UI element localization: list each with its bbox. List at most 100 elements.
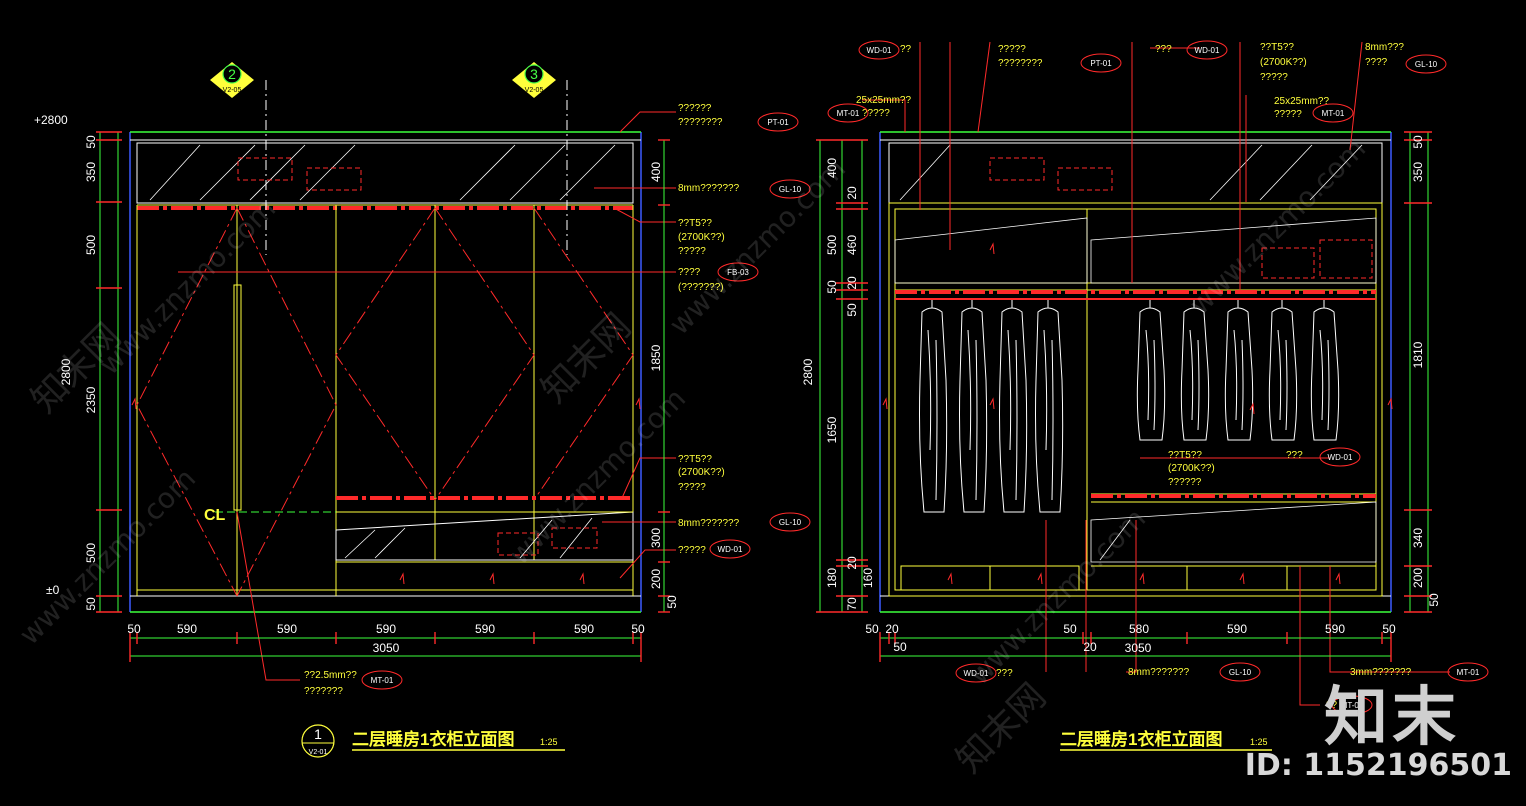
- note: 3mm???????: [1350, 667, 1412, 678]
- note: 8mm???: [1365, 42, 1404, 53]
- dim-label: 20: [845, 556, 859, 570]
- dim-label: 200: [1411, 568, 1425, 588]
- material-tag: MT-01: [1341, 701, 1364, 710]
- note: ??????: [1168, 477, 1202, 488]
- drawing-title: 二层睡房1衣柜立面图: [352, 729, 514, 749]
- right-elevation: ?? ????? ???????? ??? ??T5?? (2700K??) ?…: [801, 40, 1489, 751]
- material-tag: GL-10: [779, 185, 802, 194]
- dim-label: 590: [574, 622, 594, 636]
- dim-label: 590: [376, 622, 396, 636]
- dim-total-h: 2800: [801, 358, 815, 385]
- dim-label: 20: [845, 186, 859, 200]
- note: ?????: [1274, 109, 1302, 120]
- dim-label: 1810: [1411, 341, 1425, 368]
- material-tag: GL-10: [1229, 668, 1252, 677]
- dim-label: 350: [84, 162, 98, 182]
- dim-label: 20: [885, 622, 899, 636]
- note: (2700K??): [1260, 57, 1307, 68]
- left-elevation: 2 V2-05 3 V2-05 CL +2800 ±0 ?????? ?????…: [34, 62, 811, 758]
- dim-label: 50: [84, 135, 98, 149]
- dim-label: 350: [1411, 162, 1425, 182]
- dim-total-w: 3050: [1125, 641, 1152, 655]
- dim-label: 400: [649, 162, 663, 182]
- dim-label: 50: [1411, 135, 1425, 149]
- note: ??T5??: [678, 218, 712, 229]
- material-tag: MT-01: [1322, 109, 1345, 118]
- note: ???: [1286, 450, 1303, 461]
- material-tag: PT-01: [767, 118, 789, 127]
- note: ?????: [862, 108, 890, 119]
- dim-label: 590: [1325, 622, 1345, 636]
- dim-label: 50: [84, 597, 98, 611]
- note: ?????: [678, 545, 706, 556]
- note: ?????: [1260, 72, 1288, 83]
- material-tag: WD-01: [964, 669, 989, 678]
- note: ??: [900, 44, 912, 55]
- dim-label: 160: [861, 568, 875, 588]
- dim-label: 50: [1063, 622, 1077, 636]
- material-tag: GL-10: [1415, 60, 1438, 69]
- dim-label: 180: [825, 568, 839, 588]
- dim-label: 340: [1411, 528, 1425, 548]
- dim-label: 580: [1129, 622, 1149, 636]
- dim-label: 20: [845, 276, 859, 290]
- note: ??T5??: [678, 454, 712, 465]
- section-ref-2: 2: [228, 66, 236, 82]
- dim-label: 590: [277, 622, 297, 636]
- note: ????????: [678, 117, 723, 128]
- clothes-hanging-icon: [919, 300, 1340, 513]
- dim-total-h: 2800: [59, 358, 73, 385]
- dim-label: 50: [631, 622, 645, 636]
- dim-label: 590: [177, 622, 197, 636]
- centerline-label: CL: [204, 507, 226, 524]
- material-tag: GL-10: [779, 518, 802, 527]
- dim-label: 400: [825, 158, 839, 178]
- image-id: ID: 1152196501: [1244, 748, 1512, 783]
- note: 25x25mm??: [856, 95, 911, 106]
- level-top: +2800: [34, 113, 68, 127]
- note: (2700K??): [678, 467, 725, 478]
- note: ?????: [678, 246, 706, 257]
- section-sub-3: V2-05: [525, 87, 544, 94]
- note: ?????: [678, 482, 706, 493]
- dim-label: 300: [649, 528, 663, 548]
- dim-label: 50: [1382, 622, 1396, 636]
- drawing-scale: 1:25: [1250, 737, 1268, 747]
- material-tag: MT-01: [837, 109, 860, 118]
- note: 25x25mm??: [1274, 96, 1329, 107]
- note: ??????: [678, 103, 712, 114]
- drawing-title: 二层睡房1衣柜立面图: [1060, 729, 1222, 749]
- dim-label: 1850: [649, 344, 663, 371]
- dim-label: 500: [84, 543, 98, 563]
- dim-label: 70: [845, 597, 859, 611]
- material-tag: WD-01: [718, 545, 743, 554]
- section-sub-2: V2-05: [223, 87, 242, 94]
- note: ??2.5mm??: [304, 670, 357, 681]
- section-ref-3: 3: [530, 66, 538, 82]
- dim-label: 590: [475, 622, 495, 636]
- dim-label: 1650: [825, 416, 839, 443]
- dim-label: 50: [1427, 593, 1441, 607]
- dim-label: 50: [845, 303, 859, 317]
- dim-label: 50: [865, 622, 879, 636]
- dim-total-w: 3050: [373, 641, 400, 655]
- brand-logo: 知末: [1324, 681, 1460, 755]
- note: (2700K??): [1168, 463, 1215, 474]
- note: ?????: [998, 44, 1026, 55]
- dim-label: 50: [665, 595, 679, 609]
- material-tag: MT-01: [371, 676, 394, 685]
- material-tag: FB-03: [727, 268, 749, 277]
- note: 8mm???????: [678, 183, 740, 194]
- note: (???????): [678, 282, 724, 293]
- dim-label: 2350: [84, 386, 98, 413]
- note: ??T5??: [1168, 450, 1202, 461]
- note: ???: [1155, 44, 1172, 55]
- note: ????????: [998, 58, 1043, 69]
- material-tag: WD-01: [867, 46, 892, 55]
- drawing-scale: 1:25: [540, 737, 558, 747]
- note: 8mm???????: [1128, 667, 1190, 678]
- dim-label: 200: [649, 569, 663, 589]
- material-tag: PT-01: [1090, 59, 1112, 68]
- drawing-ref: V2-01: [309, 749, 328, 756]
